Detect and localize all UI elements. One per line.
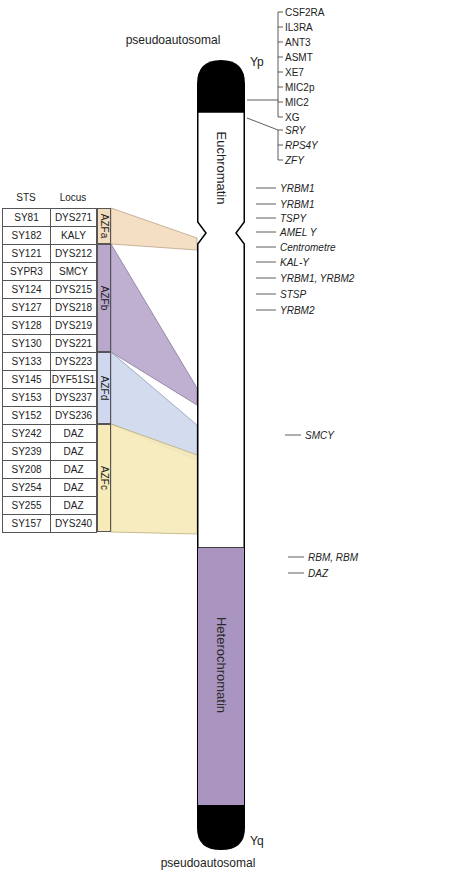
gene-label: MIC2 bbox=[285, 97, 309, 108]
gene-label: SRY bbox=[285, 125, 305, 136]
table-cell: SY152 bbox=[2, 406, 51, 425]
gene-label: RPS4Y bbox=[285, 140, 318, 151]
arm-label: Yp bbox=[250, 56, 264, 69]
table-cell: DAZ bbox=[50, 460, 97, 479]
table-cell: DYF51S1 bbox=[50, 370, 97, 389]
azf-band: AZFc bbox=[97, 424, 111, 532]
gene-label: YRBM1 bbox=[280, 199, 314, 210]
table-cell: DYS271 bbox=[50, 208, 97, 227]
table-cell: SY81 bbox=[2, 208, 51, 227]
table-cell: SY242 bbox=[2, 424, 51, 443]
table-cell: SY124 bbox=[2, 280, 51, 299]
table-cell: SY128 bbox=[2, 316, 51, 335]
region-label: AZFd bbox=[99, 376, 109, 400]
table-cell: SY153 bbox=[2, 388, 51, 407]
pseudoautosomal-cap bbox=[197, 805, 245, 850]
table-cell: DYS240 bbox=[50, 514, 97, 533]
azf-band: AZFd bbox=[97, 352, 111, 424]
gene-label: KAL-Y bbox=[280, 257, 309, 268]
region-label: AZFa bbox=[99, 214, 109, 238]
heterochromatin-region: Heterochromatin bbox=[197, 548, 245, 805]
gene-label: MIC2p bbox=[285, 82, 314, 93]
azfc-wedge bbox=[111, 424, 197, 534]
table-cell: SYPR3 bbox=[2, 262, 51, 281]
gene-label: DAZ bbox=[308, 568, 328, 579]
table-cell: SMCY bbox=[50, 262, 97, 281]
table-cell: SY208 bbox=[2, 460, 51, 479]
table-cell: DYS223 bbox=[50, 352, 97, 371]
region-label: Euchromatin bbox=[215, 132, 228, 205]
azf-band: AZFb bbox=[97, 244, 111, 352]
gene-label: CSF2RA bbox=[285, 7, 324, 18]
table-cell: DYS221 bbox=[50, 334, 97, 353]
column-header: Locus bbox=[60, 192, 87, 203]
gene-label: XG bbox=[285, 112, 299, 123]
table-cell: DYS236 bbox=[50, 406, 97, 425]
gene-label: Centrometre bbox=[280, 242, 336, 253]
gene-label: SMCY bbox=[305, 430, 334, 441]
table-cell: SY254 bbox=[2, 478, 51, 497]
table-cell: SY127 bbox=[2, 298, 51, 317]
table-cell: DYS218 bbox=[50, 298, 97, 317]
table-cell: SY145 bbox=[2, 370, 51, 389]
gene-label: ZFY bbox=[285, 155, 304, 166]
arm-label: Yq bbox=[250, 835, 264, 848]
gene-label: YRBM1, YRBM2 bbox=[280, 273, 354, 284]
region-name: pseudoautosomal bbox=[126, 34, 221, 47]
region-label: Heterochromatin bbox=[215, 617, 228, 713]
gene-label: ANT3 bbox=[285, 37, 311, 48]
pseudoautosomal-cap bbox=[197, 60, 245, 112]
gene-label: IL3RA bbox=[285, 22, 313, 33]
gene-label: TSPY bbox=[280, 213, 306, 224]
table-cell: DYS219 bbox=[50, 316, 97, 335]
euchromatin-region: Euchromatin bbox=[197, 112, 245, 548]
gene-label: XE7 bbox=[285, 67, 304, 78]
gene-label: ASMT bbox=[285, 52, 313, 63]
region-name: pseudoautosomal bbox=[161, 857, 256, 870]
table-cell: DAZ bbox=[50, 478, 97, 497]
table-cell: SY133 bbox=[2, 352, 51, 371]
table-cell: SY121 bbox=[2, 244, 51, 263]
table-cell: SY182 bbox=[2, 226, 51, 245]
region-label: AZFb bbox=[99, 286, 109, 310]
table-cell: SY239 bbox=[2, 442, 51, 461]
table-cell: DYS212 bbox=[50, 244, 97, 263]
euchromatin-outline-path bbox=[198, 112, 245, 548]
column-header: STS bbox=[16, 192, 35, 203]
gene-label: AMEL Y bbox=[280, 227, 316, 238]
gene-label: STSP bbox=[280, 289, 306, 300]
table-cell: DYS215 bbox=[50, 280, 97, 299]
table-cell: SY255 bbox=[2, 496, 51, 515]
gene-label: YRBM2 bbox=[280, 305, 314, 316]
table-cell: DAZ bbox=[50, 496, 97, 515]
gene-label: YRBM1 bbox=[280, 183, 314, 194]
table-cell: DAZ bbox=[50, 424, 97, 443]
gene-label: RBM, RBM bbox=[308, 552, 358, 563]
table-cell: DAZ bbox=[50, 442, 97, 461]
table-cell: SY130 bbox=[2, 334, 51, 353]
region-label: AZFc bbox=[99, 466, 109, 490]
azfa-wedge bbox=[111, 208, 197, 250]
table-cell: DYS237 bbox=[50, 388, 97, 407]
table-cell: SY157 bbox=[2, 514, 51, 533]
table-cell: KALY bbox=[50, 226, 97, 245]
azf-band: AZFa bbox=[97, 208, 111, 244]
